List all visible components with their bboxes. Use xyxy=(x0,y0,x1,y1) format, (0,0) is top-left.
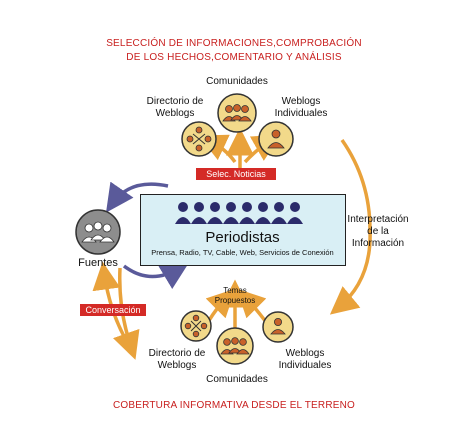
periodistas-title: Periodistas xyxy=(205,229,280,246)
label-weblogs-bottom-line2: Individuales xyxy=(278,360,332,371)
label-comunidades-bottom: Comunidades xyxy=(206,374,268,385)
label-weblogs-top-line2: Individuales xyxy=(274,108,328,119)
label-directorio-bottom-line1: Directorio de xyxy=(148,348,206,359)
top-heading-line1: SELECCIÓN DE INFORMACIONES,COMPROBACIÓN xyxy=(106,38,362,49)
label-interp-line3: Información xyxy=(351,238,405,249)
node-fuentes xyxy=(75,209,121,255)
node-comunidades-bottom xyxy=(216,327,254,365)
bottom-heading: COBERTURA INFORMATIVA DESDE EL TERRENO xyxy=(112,400,356,411)
node-weblogs-bottom xyxy=(262,311,294,343)
journalists-icon xyxy=(175,202,303,224)
label-comunidades-top: Comunidades xyxy=(206,76,268,87)
conversacion-label: Conversación xyxy=(80,304,146,316)
interpretation-arrow xyxy=(329,138,372,315)
label-directorio-top-line1: Directorio de xyxy=(146,96,204,107)
label-interp-line2: de la xyxy=(367,226,389,237)
node-comunidades-top xyxy=(217,93,257,133)
top-heading-line2: DE LOS HECHOS,COMENTARIO Y ANÁLISIS xyxy=(126,52,342,63)
label-weblogs-bottom-line1: Weblogs xyxy=(285,348,325,359)
label-fuentes: Fuentes xyxy=(78,257,118,269)
label-directorio-top-line2: Weblogs xyxy=(155,108,195,119)
label-directorio-bottom-line2: Weblogs xyxy=(157,360,197,371)
from-fuentes-arrow xyxy=(122,262,190,290)
node-weblogs-top xyxy=(258,121,294,157)
node-directorio-bottom xyxy=(180,310,212,342)
selec-noticias-label: Selec. Noticias xyxy=(196,168,276,180)
periodistas-box: Periodistas Prensa, Radio, TV, Cable, We… xyxy=(140,194,346,266)
to-fuentes-arrow xyxy=(106,181,169,213)
label-temas-line2: Propuestos xyxy=(214,296,256,305)
label-interp-line1: Interpretación xyxy=(347,214,409,225)
label-temas-line1: Temas xyxy=(223,286,247,295)
periodistas-subtitle: Prensa, Radio, TV, Cable, Web, Servicios… xyxy=(151,248,334,257)
node-directorio-top xyxy=(181,121,217,157)
label-weblogs-top-line1: Weblogs xyxy=(281,96,321,107)
